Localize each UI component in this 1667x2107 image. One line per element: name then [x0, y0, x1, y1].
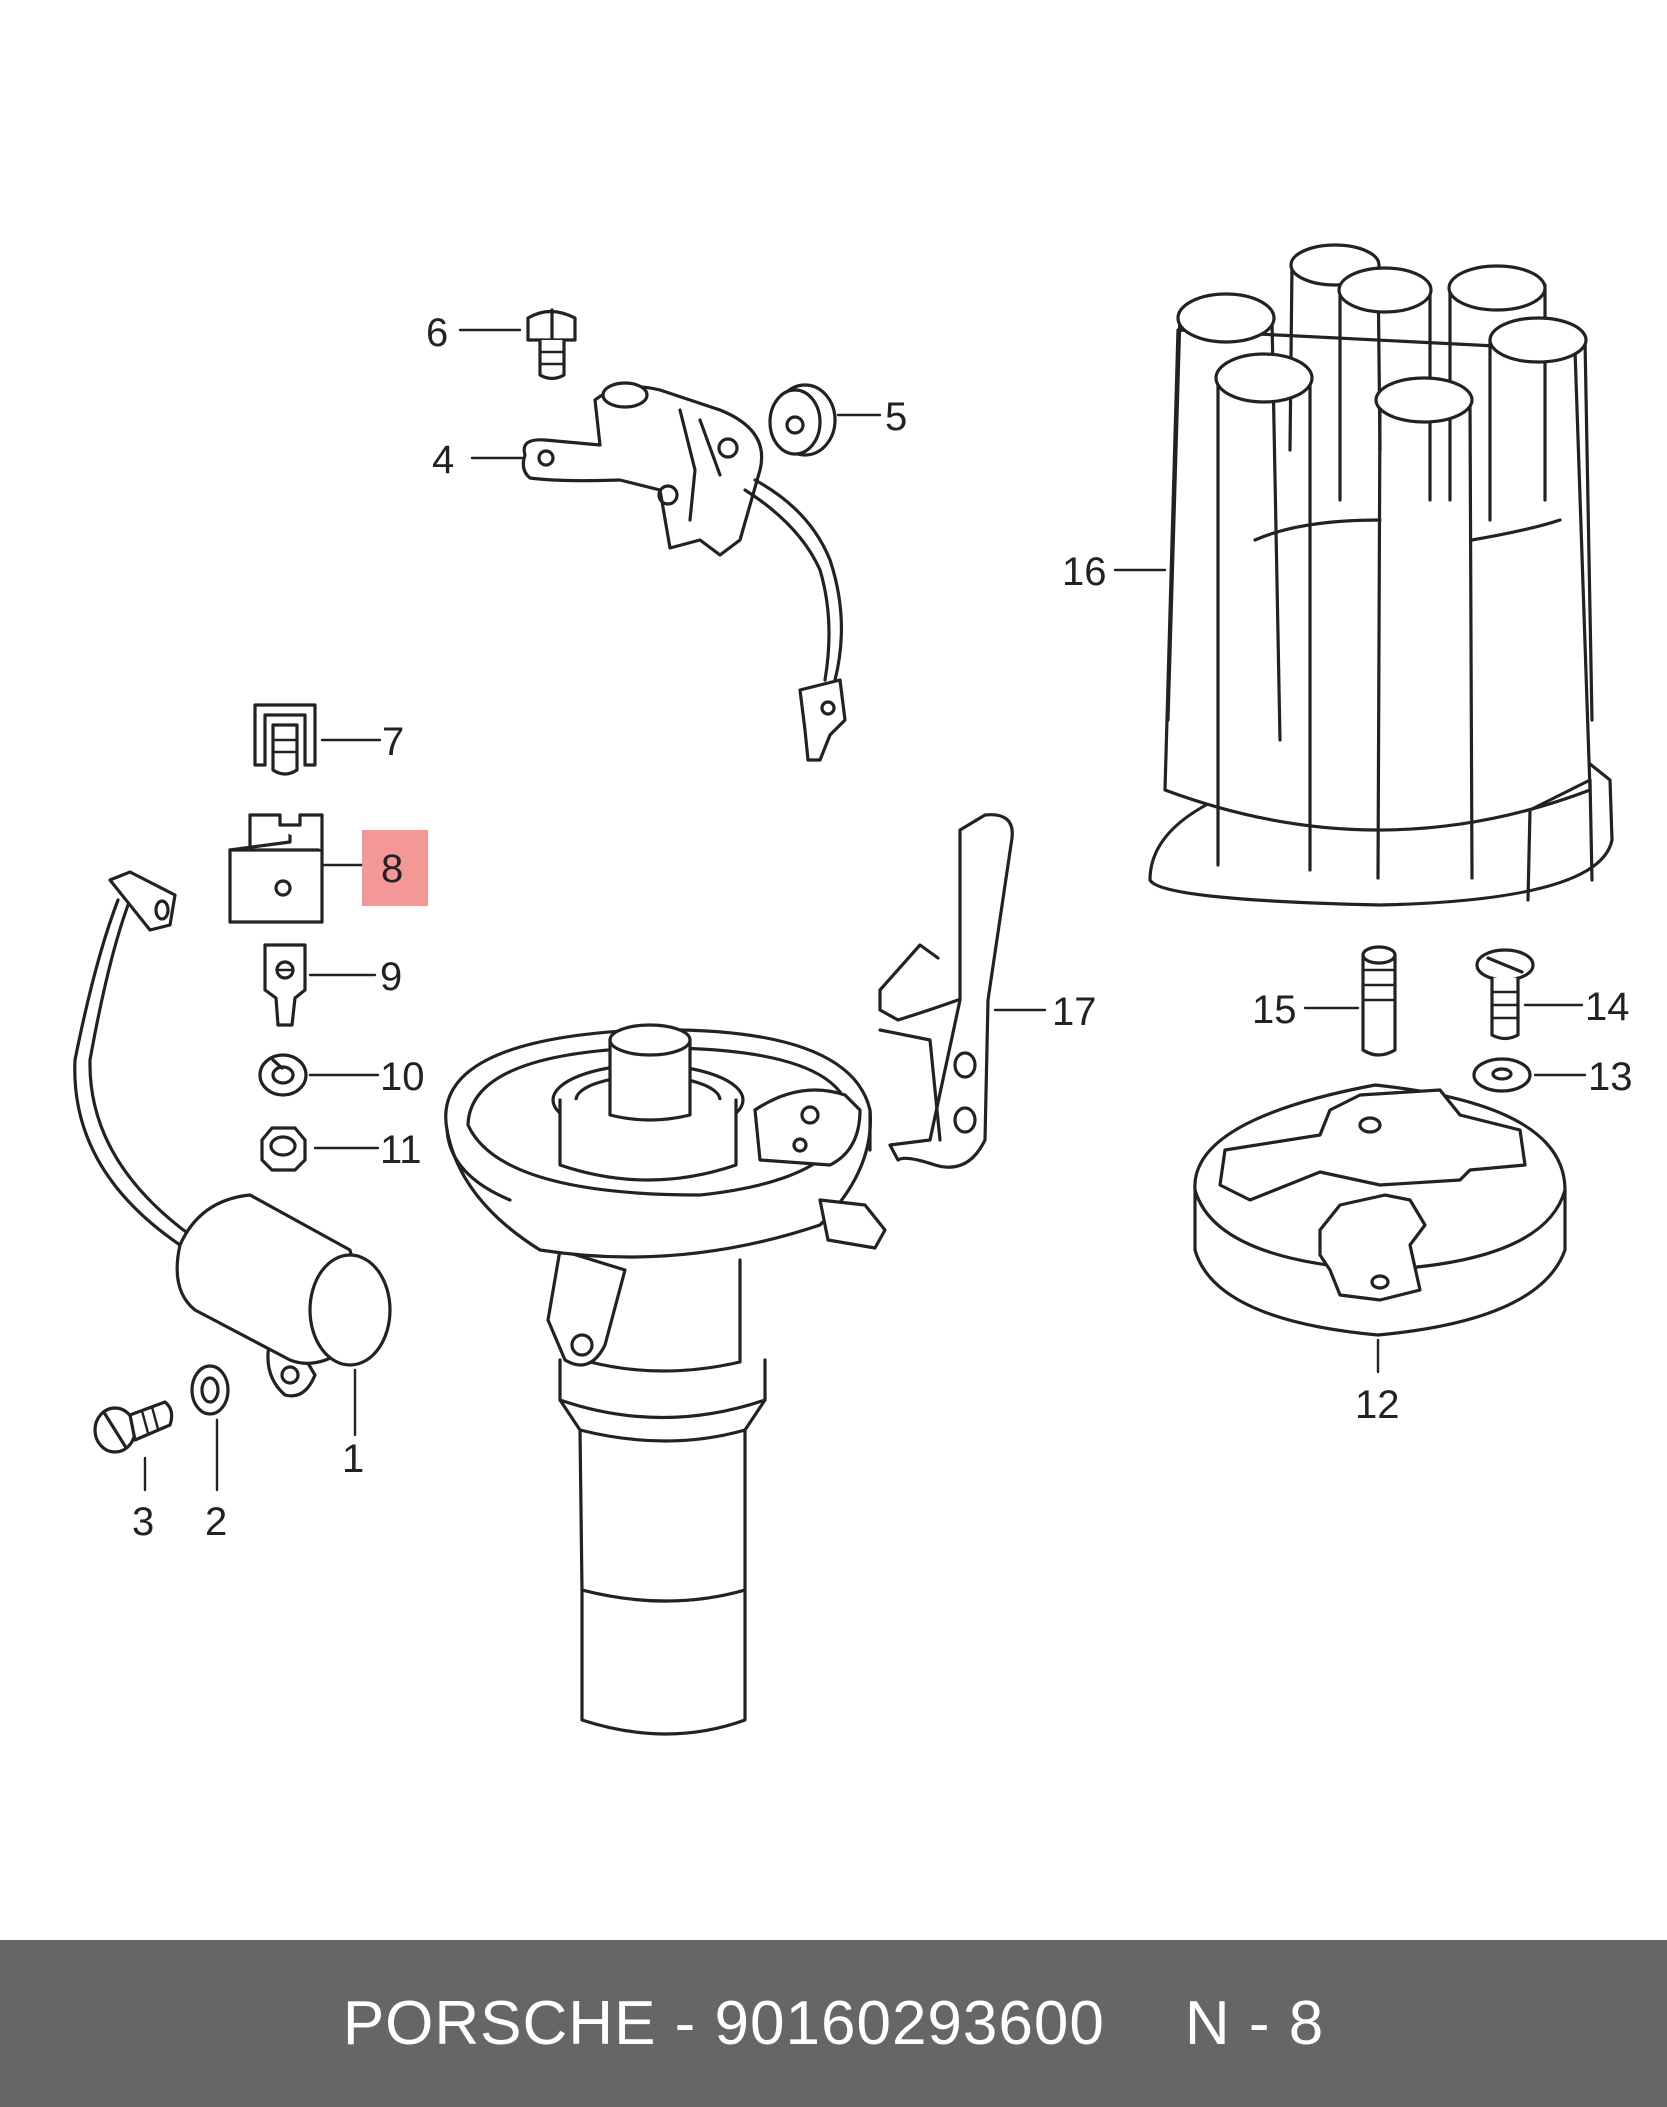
screw-part-3 [93, 1400, 174, 1454]
spring-clip-part-17 [878, 813, 1014, 1169]
screw-part-14 [1475, 948, 1535, 1041]
washer-part-13 [1472, 1057, 1532, 1093]
footer-bar: PORSCHE - 90160293600 N - 8 [0, 1940, 1667, 2107]
callout-13: 13 [1588, 1055, 1633, 1099]
parts-diagram: 16 4 6 5 7 [73, 243, 1633, 1736]
callout-3: 3 [132, 1500, 154, 1544]
callout-8-highlight [362, 830, 428, 906]
callout-17: 17 [1052, 990, 1097, 1034]
callout-6: 6 [426, 311, 448, 355]
callout-1: 1 [342, 1437, 364, 1481]
terminal-clip-part-7 [253, 703, 317, 776]
condenser-part-1 [73, 870, 392, 1398]
distributor-body [444, 1023, 887, 1736]
callout-10: 10 [380, 1055, 425, 1099]
rotor-part-12 [1193, 1083, 1567, 1337]
callout-7: 7 [382, 720, 404, 764]
footer-brand: PORSCHE [342, 1989, 657, 2058]
footer-separator: - [656, 1989, 715, 2058]
screw-part-6 [526, 308, 577, 381]
footer-diagram-ref: N - 8 [1184, 1989, 1325, 2058]
callout-16: 16 [1062, 550, 1107, 594]
callout-11: 11 [380, 1128, 422, 1172]
washer-part-2 [190, 1364, 230, 1416]
terminal-part-9 [263, 943, 307, 1027]
nut-part-11 [260, 1126, 307, 1172]
footer-part-number: 90160293600 [714, 1989, 1105, 2058]
grommet-part-5 [768, 383, 837, 457]
callout-2: 2 [205, 1500, 227, 1544]
callout-5: 5 [885, 395, 907, 439]
insulator-part-8 [228, 813, 324, 924]
callout-4: 4 [432, 438, 454, 482]
callout-9: 9 [380, 955, 402, 999]
callout-8: 8 [381, 847, 403, 891]
callout-15: 15 [1252, 988, 1297, 1032]
footer-caption: PORSCHE - 90160293600 N - 8 [343, 1988, 1324, 2059]
distributor-cap-part-16 [1148, 243, 1614, 907]
contact-set-part-4 [521, 381, 847, 762]
lock-washer-part-10 [258, 1053, 308, 1097]
carbon-brush-part-15 [1361, 945, 1397, 1057]
callout-14: 14 [1585, 985, 1630, 1029]
callout-12: 12 [1355, 1383, 1400, 1427]
